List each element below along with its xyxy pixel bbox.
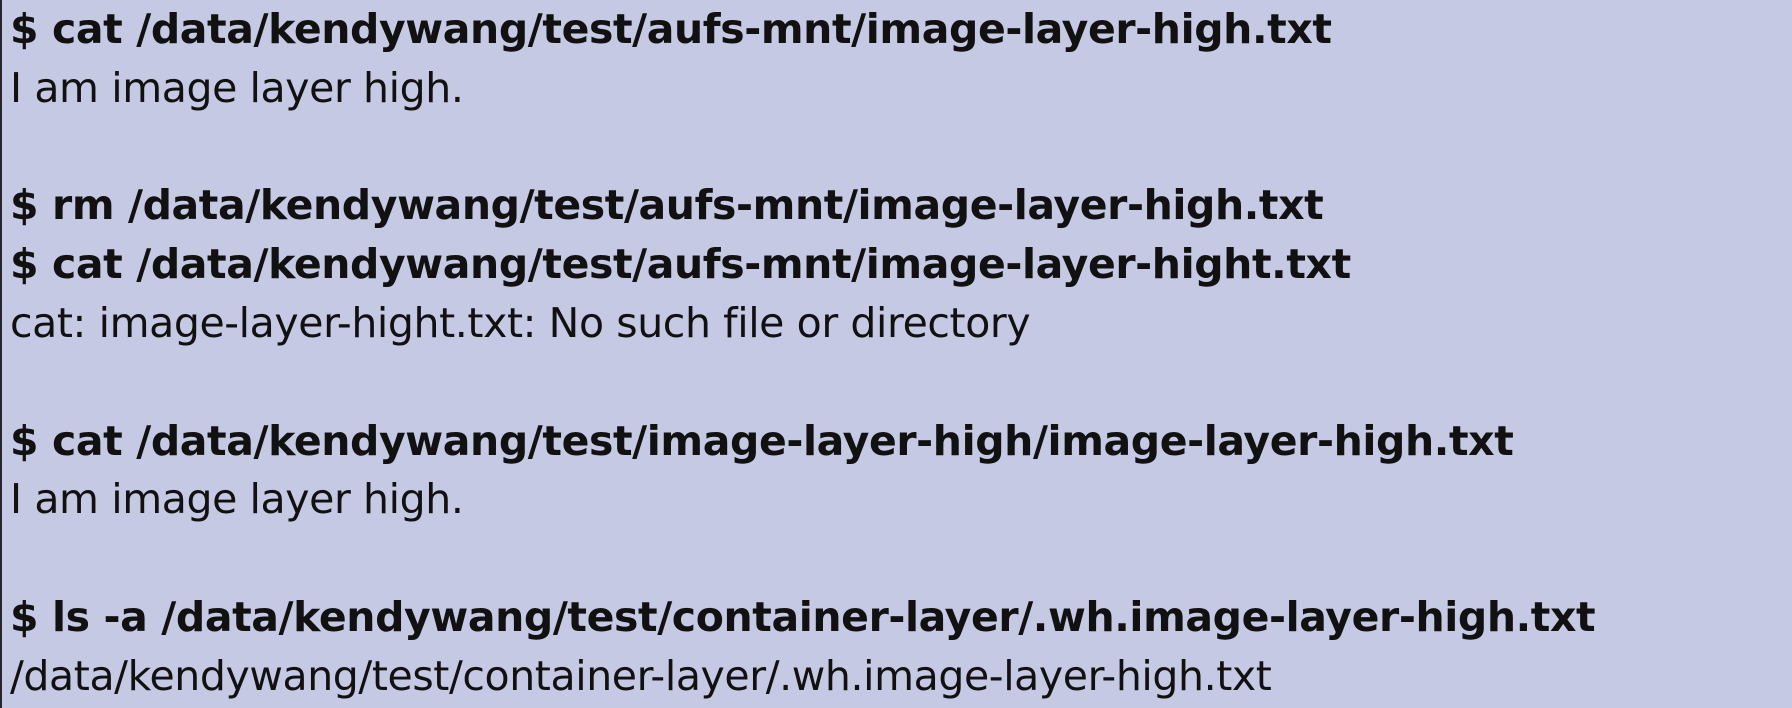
command-line: $ ls -a /data/kendywang/test/container-l…: [10, 592, 1596, 641]
output-line: /data/kendywang/test/container-layer/.wh…: [10, 651, 1272, 700]
command-line: $ cat /data/kendywang/test/image-layer-h…: [10, 416, 1514, 465]
output-line: I am image layer high.: [10, 63, 464, 112]
blank-line: [10, 118, 1792, 177]
command-line: $ cat /data/kendywang/test/aufs-mnt/imag…: [10, 5, 1332, 53]
output-line: cat: image-layer-hight.txt: No such file…: [10, 298, 1031, 347]
blank-line: [10, 353, 1792, 412]
command-line: $ cat /data/kendywang/test/aufs-mnt/imag…: [10, 240, 1351, 289]
command-line: $ rm /data/kendywang/test/aufs-mnt/image…: [10, 181, 1324, 230]
blank-line: [10, 529, 1792, 588]
output-line: I am image layer high.: [10, 475, 464, 524]
